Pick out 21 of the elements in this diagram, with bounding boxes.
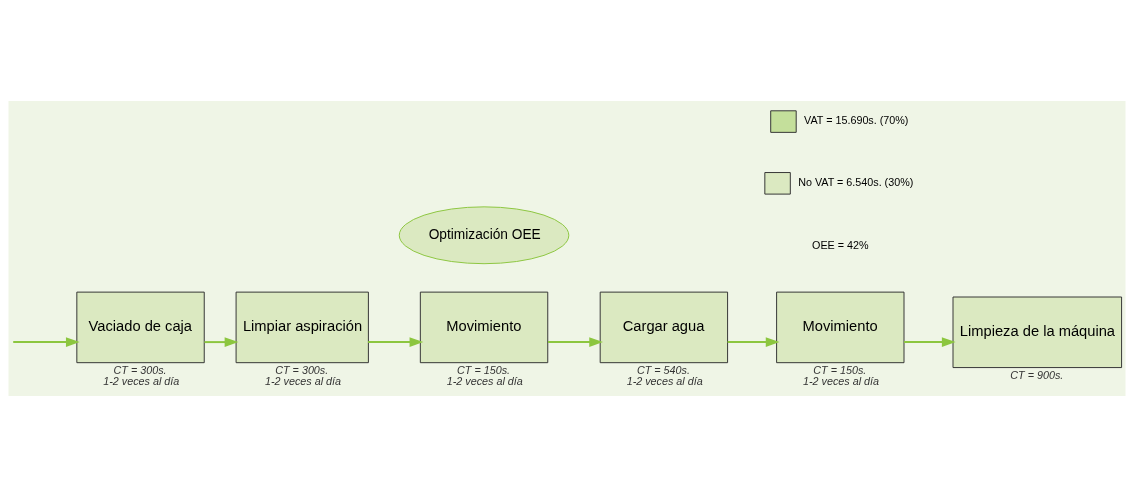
arrow <box>903 336 956 347</box>
node-label: 1-2 veces al día <box>265 374 342 387</box>
arrow <box>367 336 424 347</box>
node-ellipse: Optimización OEE <box>398 205 570 264</box>
label: OEE = 42% <box>812 238 869 251</box>
legend-label: No VAT = 6.540s. (30%) <box>798 175 914 188</box>
node-label: CT = 900s. <box>1010 368 1064 381</box>
node-label: 1-2 veces al día <box>103 374 180 387</box>
node-label: 1-2 veces al día <box>626 374 703 387</box>
node-label: CT = 300s. <box>275 363 329 376</box>
node-label: CT = 300s. <box>113 363 167 376</box>
legend-label: VAT = 15.690s. (70%) <box>804 113 909 126</box>
node-label: 1-2 veces al día <box>446 374 523 387</box>
node-label: 1-2 veces al día <box>803 374 880 387</box>
arrow <box>12 336 80 347</box>
arrow <box>547 336 603 347</box>
arrow <box>203 336 239 347</box>
node-label: CT = 540s. <box>636 363 690 376</box>
node-label: CT = 150s. <box>813 363 867 376</box>
arrow <box>726 336 780 347</box>
node-label: CT = 150s. <box>457 363 511 376</box>
